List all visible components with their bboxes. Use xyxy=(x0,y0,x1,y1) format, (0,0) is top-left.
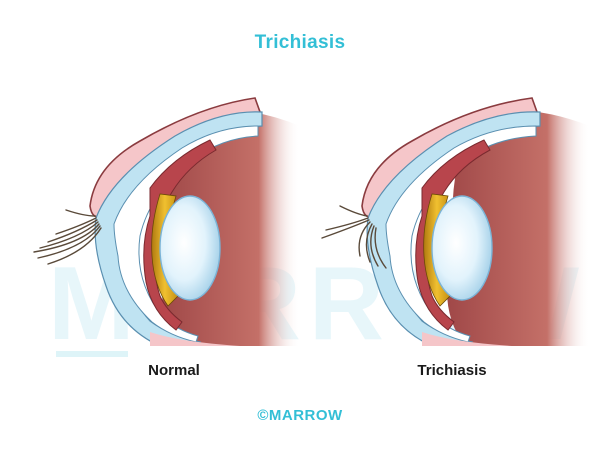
copyright-credit: ©MARROW xyxy=(257,407,343,424)
eyelashes-misdirected xyxy=(321,205,387,269)
lower-eyelid xyxy=(150,332,240,346)
lower-eyelid xyxy=(422,332,512,346)
cornea-outline xyxy=(385,125,537,343)
diagram-title: Trichiasis xyxy=(254,32,346,53)
eyelashes-normal xyxy=(33,209,102,265)
lens xyxy=(159,195,221,301)
normal-label: Normal xyxy=(148,362,200,379)
watermark-underline xyxy=(56,351,128,357)
trichiasis-label: Trichiasis xyxy=(417,362,487,379)
cornea-outline xyxy=(113,125,259,343)
lens xyxy=(431,195,493,301)
orbital-tissue xyxy=(447,110,590,346)
normal-eye-illustration xyxy=(0,96,300,346)
trichiasis-eye-illustration xyxy=(300,96,600,346)
